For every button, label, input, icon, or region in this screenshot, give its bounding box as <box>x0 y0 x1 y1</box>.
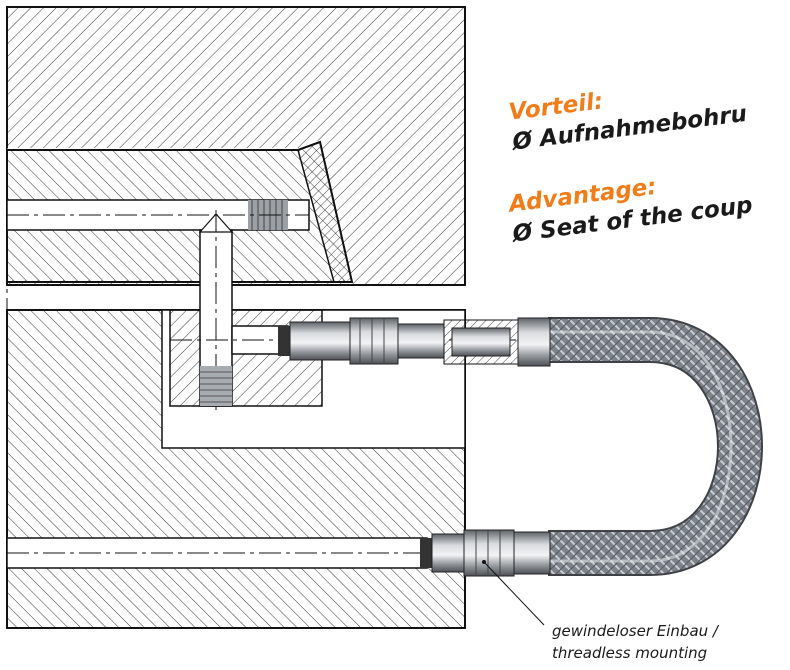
callout-leader <box>482 560 545 626</box>
advantage-note-en: Advantage: Ø Seat of the coup <box>506 174 754 248</box>
vertical-bore <box>198 210 234 410</box>
advantage-note-de: Vorteil: Ø Aufnahmebohru <box>507 88 748 155</box>
upper-mould-plate <box>6 6 466 286</box>
callout-text-de: gewindeloser Einbau / <box>552 622 720 640</box>
upper-bore <box>6 199 310 231</box>
callout-text-en: threadless mounting <box>552 644 707 662</box>
braided-hose-icon <box>548 317 763 576</box>
quick-coupling-icon <box>278 317 551 367</box>
quick-coupling-icon <box>420 529 551 577</box>
lower-bore <box>6 537 560 569</box>
